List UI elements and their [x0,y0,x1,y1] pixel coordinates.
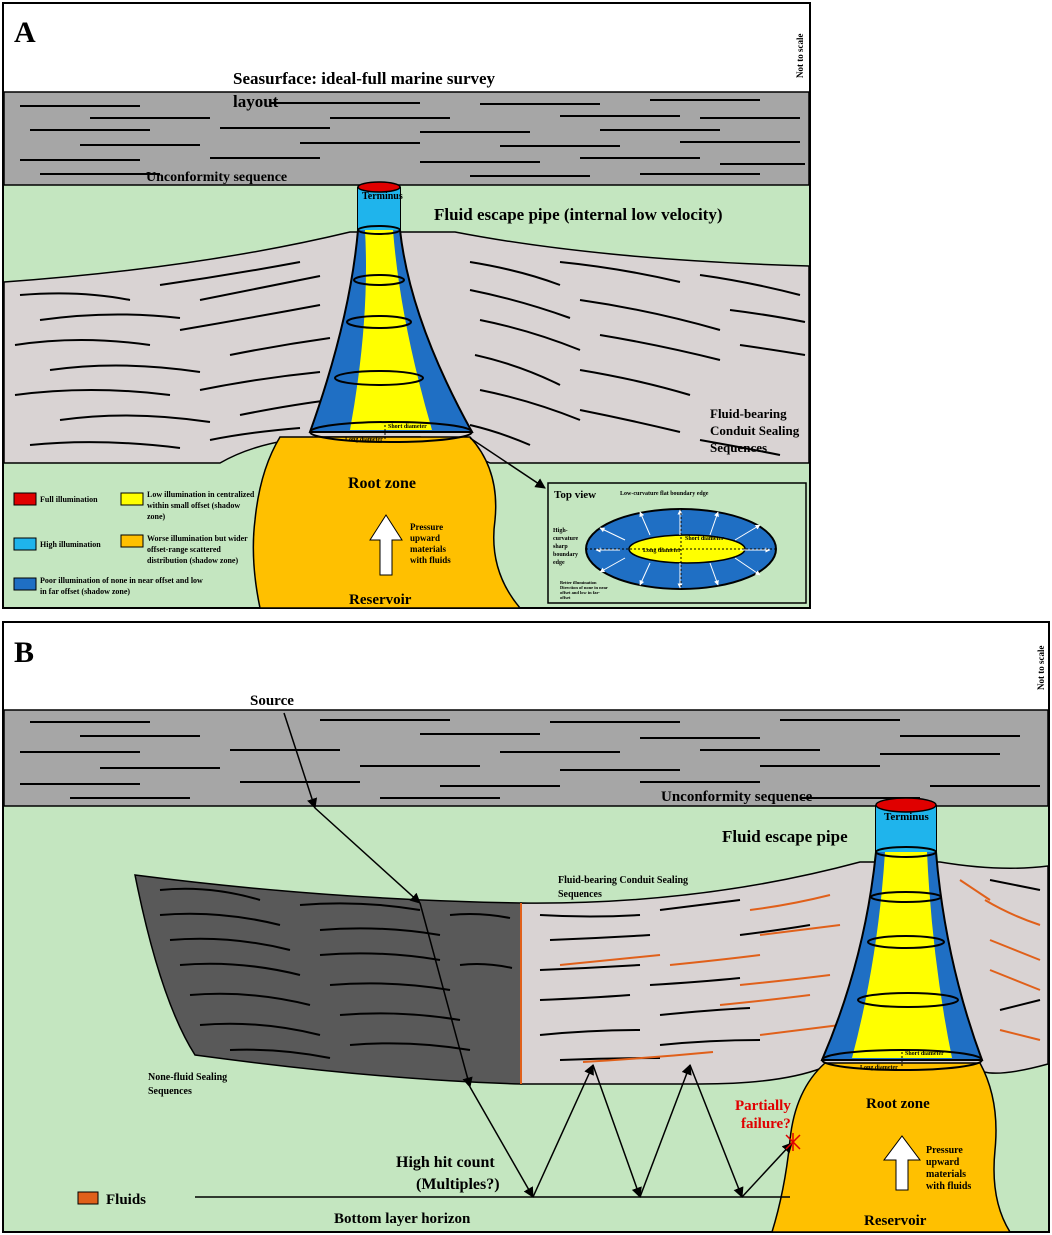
grey-layer-lines-b [20,719,1040,799]
nonfluid-label-1: None-fluid Sealing [148,1072,227,1083]
topview-short-d: Short diameter [685,536,724,542]
pipe-core-a [350,230,432,430]
sealing-label-a-3: Sequences [710,440,767,455]
legend-poor-label-1: Poor illumination of none in near offset… [40,576,203,585]
pressure-a-4: with fluids [410,555,451,565]
topview-note-3: offset and low in far- [560,590,600,595]
terminus-label-a: Terminus [362,191,403,202]
ray-paths [283,712,793,1198]
not-to-scale-b: Not to scale [1036,646,1046,691]
failure-mark [785,1133,801,1151]
panel-a-letter: A [14,16,36,49]
bottom-horizon-label: Bottom layer horizon [334,1211,471,1227]
reservoir-label-b: Reservoir [864,1213,927,1229]
topview-note-1: Better illumination [560,580,597,585]
partial-failure-label-1: Partially [735,1098,791,1114]
sealing-label-b-1: Fluid-bearing Conduit Sealing [558,875,688,886]
legend-worse-label-3: distribution (shadow zone) [147,556,238,565]
root-zone-label-a: Root zone [348,475,416,492]
topview-edge-left-5: edge [553,560,565,566]
pipe-top-b [876,806,936,852]
unconformity-label-a: Unconformity sequence [146,170,287,185]
pipe-cap-b [875,797,937,813]
fluids-legend-swatch [77,1191,99,1205]
legend-high-swatch [13,537,37,551]
topview-edge-left-2: curvature [553,536,579,542]
pressure-arrow-a [369,514,403,576]
nonfluid-label-2: Sequences [148,1086,192,1097]
topview-edge-left-1: High- [553,528,568,534]
topview-edge-left-3: sharp [553,544,568,550]
pipe-rings-b [821,846,983,1071]
partial-failure-label-2: failure? [741,1116,791,1132]
nonfluid-lines [159,887,513,1059]
sealing-lines-b [539,879,1041,1061]
panel-b-letter: B [14,636,34,669]
unconformity-layer [3,91,810,186]
sealing-label-a-2: Conduit Sealing [710,423,800,438]
sea-title-a: Seasurface: ideal-full marine survey [233,69,496,88]
long-diameter-b: Long diameter [860,1065,898,1071]
legend-worse-label-2: offset-range scattered [147,545,221,554]
topview-note-4: offset [560,595,571,600]
terminus-label-b: Terminus [884,811,930,823]
pressure-a-1: Pressure [410,522,443,532]
unconformity-layer-b [3,709,1049,807]
pipe-rings-a [309,225,473,443]
topview-edge-top: Low-curvature flat boundary edge [620,491,709,497]
panel-a: A Not to scale Seasurface: ideal-full ma… [2,2,811,609]
topview-long-d: Long diameter [643,548,681,554]
nonfluid-sealing [134,874,522,1085]
reservoir-label-a: Reservoir [349,592,412,608]
pressure-b-3: materials [926,1169,966,1180]
root-zone-label-b: Root zone [866,1096,930,1112]
topview-title: Top view [554,489,596,501]
unconformity-label-b: Unconformity sequence [661,789,813,805]
fluids-legend-label: Fluids [106,1192,146,1208]
legend-low-label-2: within small offset (shadow [147,501,240,510]
legend-worse-label-1: Worse illumination but wider [147,534,248,543]
pressure-a-3: materials [410,544,446,554]
legend-low-label-1: Low illumination in centralized [147,490,255,499]
pressure-arrow-b [883,1135,921,1191]
grey-layer-lines [20,99,805,177]
legend-low-swatch [120,492,144,506]
sealing-label-b-2: Sequences [558,889,602,900]
long-diameter-a: Long diameter [345,437,383,443]
pressure-a-2: upward [410,533,440,543]
pipe-top-a [358,188,400,230]
legend-high-label: High illumination [40,540,101,549]
legend-worse-swatch [120,534,144,548]
topview-edge-left-4: boundary [553,552,578,558]
legend-poor-label-2: in far offset (shadow zone) [40,587,130,596]
pressure-b-1: Pressure [926,1145,963,1156]
source-label: Source [250,693,294,709]
panel-b: B Not to scale Source Unconformity seque… [2,621,1050,1233]
pipe-label-b: Fluid escape pipe [722,827,848,846]
sealing-lines-a [14,261,806,456]
pipe-label-a: Fluid escape pipe (internal low velocity… [434,205,723,224]
pressure-b-4: with fluids [926,1181,971,1192]
topview-note-2: Direction of none in near [560,585,608,590]
pressure-b-2: upward [926,1157,960,1168]
pipe-cap-a [357,181,401,193]
high-hit-label-1: High hit count [396,1154,495,1171]
not-to-scale-a: Not to scale [795,34,805,79]
topview-pointer [469,437,546,489]
short-diameter-a: Short diameter [388,424,427,430]
legend-full-swatch [13,492,37,506]
root-zone-b [770,1062,1012,1233]
legend-poor-swatch [13,577,37,591]
short-diameter-b: Short diameter [905,1051,944,1057]
high-hit-label-2: (Multiples?) [416,1176,500,1193]
fluid-lines-b [559,879,1041,1063]
topview-arrows [595,509,771,589]
sea-title-a-2: layout [233,92,279,111]
legend-full-label: Full illumination [40,495,98,504]
sealing-label-a-1: Fluid-bearing [710,406,787,421]
legend-low-label-3: zone) [147,512,166,521]
